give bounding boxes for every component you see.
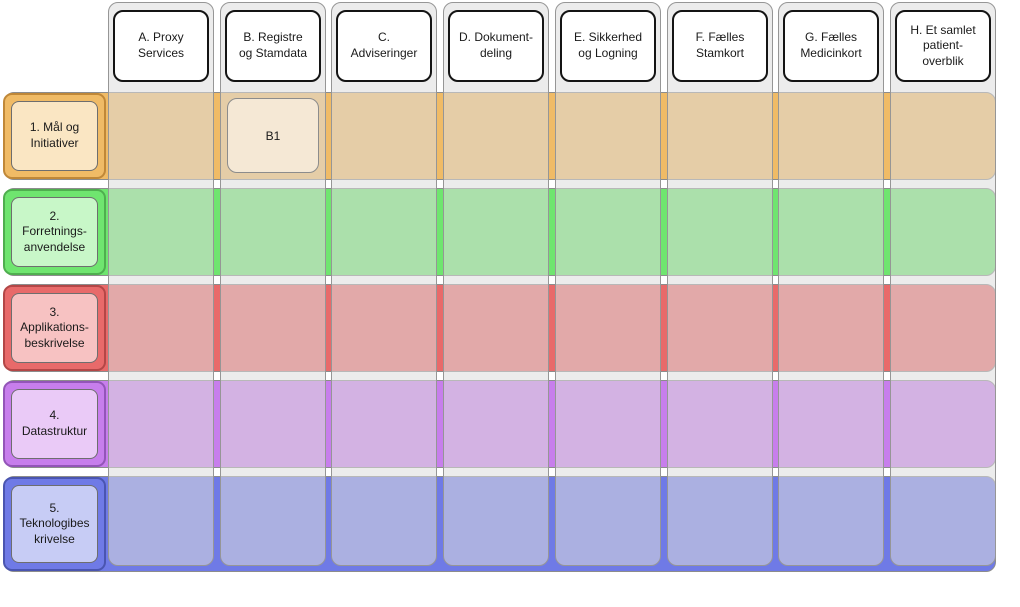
row-header-2-label: 2. Forretnings- anvendelse — [22, 208, 87, 254]
column-header-e-label: E. Sikkerhed og Logning — [573, 30, 643, 60]
row-header-3-label: 3. Applikations- beskrivelse — [20, 304, 89, 350]
column-header-g[interactable]: G. Fælles Medicinkort — [783, 10, 879, 82]
column-lane-c[interactable] — [331, 2, 437, 566]
row-header-2-inner: 2. Forretnings- anvendelse — [11, 197, 98, 267]
column-header-d[interactable]: D. Dokument- deling — [448, 10, 544, 82]
column-lane-e[interactable] — [555, 2, 661, 566]
column-lane-d[interactable] — [443, 2, 549, 566]
column-header-e[interactable]: E. Sikkerhed og Logning — [560, 10, 656, 82]
row-header-5-inner: 5. Teknologibes krivelse — [11, 485, 98, 563]
column-lane-h[interactable] — [890, 2, 996, 566]
row-header-1[interactable]: 1. Mål og Initiativer — [3, 93, 106, 179]
column-header-f-label: F. Fælles Stamkort — [695, 30, 745, 60]
column-header-a[interactable]: A. Proxy Services — [113, 10, 209, 82]
row-header-4-inner: 4. Datastruktur — [11, 389, 98, 459]
column-lane-b[interactable] — [220, 2, 326, 566]
matrix-cell-b1[interactable]: B1 — [227, 98, 319, 173]
column-lane-a[interactable] — [108, 2, 214, 566]
column-header-c-label: C. Adviseringer — [350, 30, 418, 60]
column-header-c[interactable]: C. Adviseringer — [336, 10, 432, 82]
row-header-5-label: 5. Teknologibes krivelse — [19, 500, 90, 546]
column-header-a-label: A. Proxy Services — [137, 30, 184, 60]
column-header-d-label: D. Dokument- deling — [458, 30, 534, 60]
row-header-3[interactable]: 3. Applikations- beskrivelse — [3, 285, 106, 371]
row-header-1-label: 1. Mål og Initiativer — [29, 120, 80, 150]
column-lane-g[interactable] — [778, 2, 884, 566]
column-header-f[interactable]: F. Fælles Stamkort — [672, 10, 768, 82]
row-header-5[interactable]: 5. Teknologibes krivelse — [3, 477, 106, 571]
column-header-h[interactable]: H. Et samlet patient- overblik — [895, 10, 991, 82]
matrix-cell-b1-label: B1 — [265, 128, 281, 143]
column-header-b-label: B. Registre og Stamdata — [238, 30, 308, 60]
row-header-2[interactable]: 2. Forretnings- anvendelse — [3, 189, 106, 275]
column-header-h-label: H. Et samlet patient- overblik — [910, 22, 976, 68]
column-lane-f[interactable] — [667, 2, 773, 566]
row-header-3-inner: 3. Applikations- beskrivelse — [11, 293, 98, 363]
row-header-4-label: 4. Datastruktur — [21, 408, 88, 438]
row-header-1-inner: 1. Mål og Initiativer — [11, 101, 98, 171]
column-header-g-label: G. Fælles Medicinkort — [800, 30, 862, 60]
column-header-b[interactable]: B. Registre og Stamdata — [225, 10, 321, 82]
row-header-4[interactable]: 4. Datastruktur — [3, 381, 106, 467]
